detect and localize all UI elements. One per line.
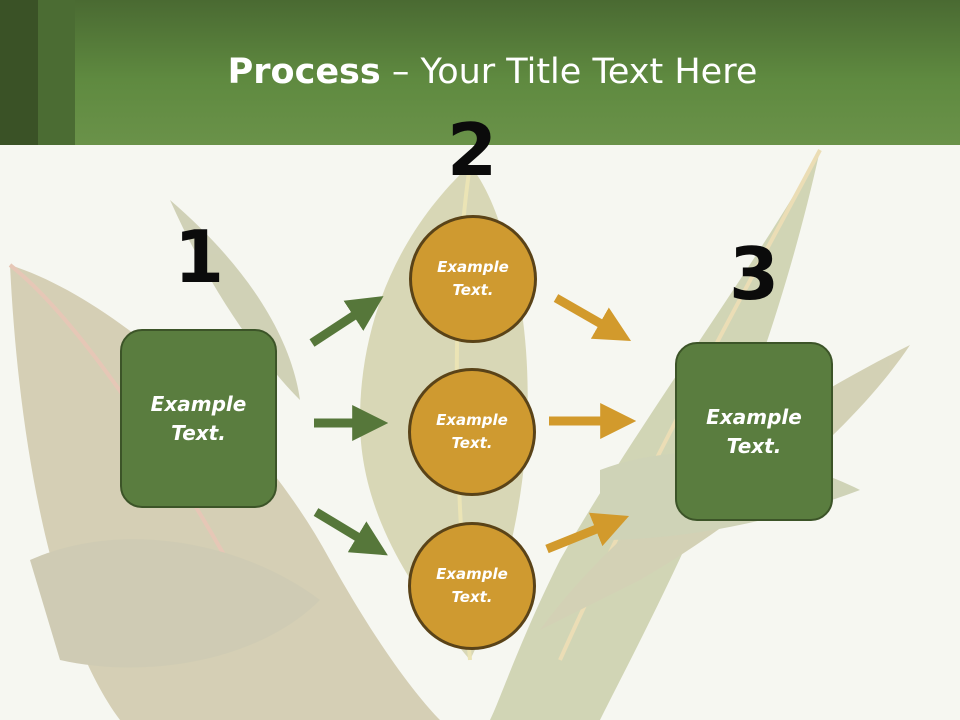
- arrow-green-to-top: [309, 296, 384, 347]
- right-box-line1: Example: [706, 404, 802, 429]
- step-number-3: 3: [728, 232, 780, 316]
- circle-bottom-line2: Text.: [451, 588, 493, 606]
- circle-bottom-line1: Example: [436, 565, 508, 583]
- circle-top-line2: Text.: [452, 281, 494, 299]
- step-number-2: 2: [446, 108, 498, 192]
- right-box-line2: Text.: [726, 433, 782, 458]
- arrow-green-to-bottom: [313, 508, 388, 556]
- circle-middle-line1: Example: [436, 411, 508, 429]
- left-box-line2: Text.: [171, 420, 226, 445]
- slide-title-rest: – Your Title Text Here: [380, 52, 758, 92]
- slide-title-bold: Process: [227, 52, 381, 92]
- left-box-line1: Example: [150, 391, 247, 416]
- header-accent-bar-dark: [0, 0, 38, 145]
- arrow-gold-from-bottom: [545, 512, 630, 554]
- arrow-gold-from-top: [553, 294, 632, 342]
- header-accent-bar-mid: [38, 0, 75, 145]
- title-header-band: [0, 0, 960, 145]
- circle-top-line1: Example: [437, 258, 509, 276]
- step-number-1: 1: [173, 215, 225, 299]
- slide-title: Process – Your Title Text Here: [0, 52, 960, 92]
- circle-middle-line2: Text.: [451, 434, 493, 452]
